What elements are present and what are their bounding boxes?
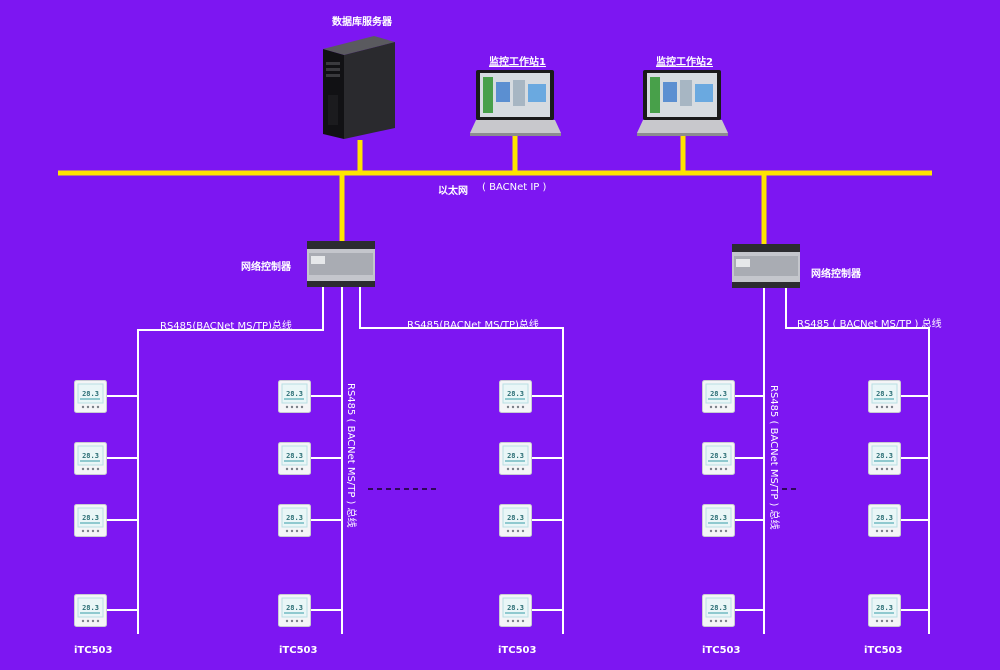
svg-text:28.3: 28.3: [710, 390, 727, 398]
workstation-1-label: 监控工作站1: [489, 57, 546, 68]
db-server-label: 数据库服务器: [332, 17, 392, 28]
rs485-right-vertical-label: RS485 ( BACNet MS/TP ) 总线: [768, 385, 779, 530]
rs485-left-vertical-label: RS485 ( BACNet MS/TP ) 总线: [345, 383, 356, 528]
device-label-4: iTC503: [702, 645, 741, 656]
thermostat-icon: 28.3: [702, 380, 735, 413]
thermostat-icon: 28.3: [278, 594, 311, 627]
svg-text:28.3: 28.3: [710, 452, 727, 460]
svg-text:28.3: 28.3: [876, 452, 893, 460]
device-label-2: iTC503: [279, 645, 318, 656]
thermostat-icon: 28.3: [702, 594, 735, 627]
thermostat-icon: 28.3: [74, 504, 107, 537]
rs485-left-label-2: RS485(BACNet MS/TP)总线: [407, 320, 539, 331]
server-icon: [323, 36, 395, 139]
thermostat-icon: 28.3: [702, 504, 735, 537]
network-controller-left-label: 网络控制器: [241, 262, 291, 273]
device-label-5: iTC503: [864, 645, 903, 656]
thermostat-icon: 28.3: [278, 380, 311, 413]
svg-text:28.3: 28.3: [507, 604, 524, 612]
bacnet-ip-label: ( BACNet IP ): [482, 182, 547, 193]
thermostat-icon: 28.3: [499, 442, 532, 475]
workstation-2-label: 监控工作站2: [656, 57, 713, 68]
svg-text:28.3: 28.3: [507, 514, 524, 522]
thermostat-icon: 28.3: [702, 442, 735, 475]
svg-text:28.3: 28.3: [507, 452, 524, 460]
svg-text:28.3: 28.3: [286, 390, 303, 398]
laptop-icon: [637, 70, 728, 136]
svg-text:28.3: 28.3: [82, 514, 99, 522]
device-label-3: iTC503: [498, 645, 537, 656]
thermostat-icon: 28.3: [74, 442, 107, 475]
thermostat-icon: 28.3: [499, 594, 532, 627]
svg-text:28.3: 28.3: [710, 604, 727, 612]
thermostat-icon: 28.3: [868, 504, 901, 537]
controller-icon: [307, 241, 375, 287]
rs485-left-label-1: RS485(BACNet MS/TP)总线: [160, 321, 292, 332]
svg-text:28.3: 28.3: [286, 514, 303, 522]
svg-text:28.3: 28.3: [710, 514, 727, 522]
thermostat-icon: 28.3: [278, 504, 311, 537]
thermostat-icon: 28.3: [499, 380, 532, 413]
thermostat-icon: 28.3: [499, 504, 532, 537]
thermostat-icon: 28.3: [74, 380, 107, 413]
device-label-1: iTC503: [74, 645, 113, 656]
svg-text:28.3: 28.3: [286, 604, 303, 612]
svg-text:28.3: 28.3: [876, 514, 893, 522]
rs485-buses: [107, 287, 930, 634]
thermostat-icon: 28.3: [868, 594, 901, 627]
laptop-icon: [470, 70, 561, 136]
thermostat-icon: 28.3: [278, 442, 311, 475]
svg-text:28.3: 28.3: [876, 390, 893, 398]
ethernet-label: 以太网: [438, 186, 468, 197]
rs485-right-label: RS485 ( BACNet MS/TP ) 总线: [797, 319, 942, 330]
svg-text:28.3: 28.3: [286, 452, 303, 460]
thermostat-icon: 28.3: [74, 594, 107, 627]
ethernet-bus: [58, 133, 932, 248]
svg-text:28.3: 28.3: [507, 390, 524, 398]
svg-text:28.3: 28.3: [876, 604, 893, 612]
thermostat-icon: 28.3: [868, 380, 901, 413]
controller-icon: [732, 244, 800, 288]
svg-text:28.3: 28.3: [82, 390, 99, 398]
svg-text:28.3: 28.3: [82, 604, 99, 612]
network-controller-right-label: 网络控制器: [811, 269, 861, 280]
thermostat-icon: 28.3: [868, 442, 901, 475]
svg-text:28.3: 28.3: [82, 452, 99, 460]
